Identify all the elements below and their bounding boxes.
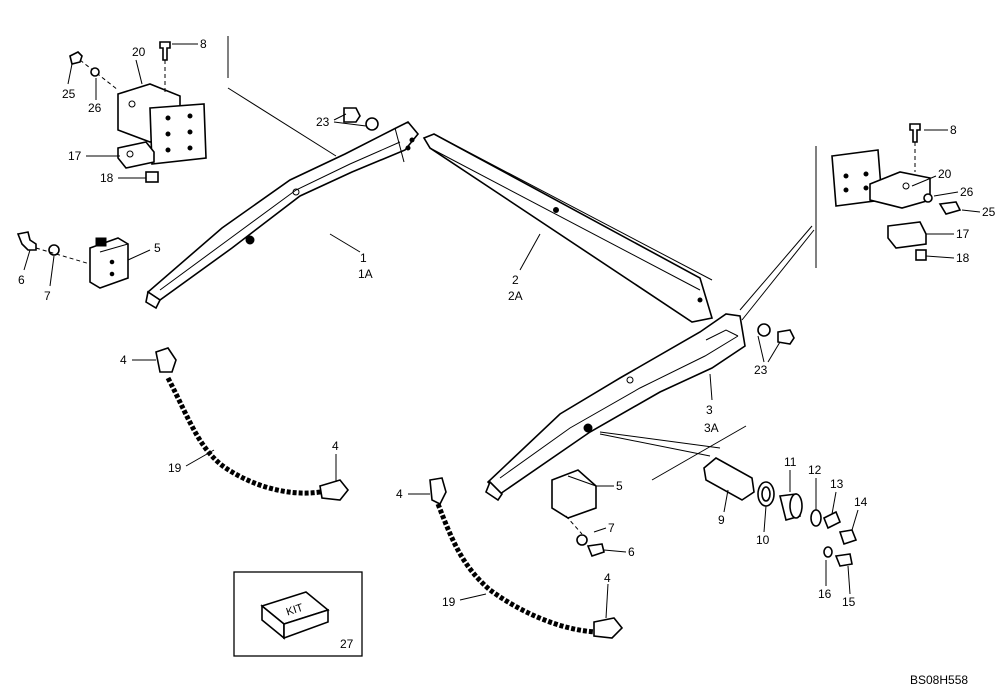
callout-4-a: 4 bbox=[120, 353, 127, 367]
callout-23-right: 23 bbox=[754, 363, 768, 377]
callout-4-b: 4 bbox=[332, 439, 339, 453]
callout-19-left: 19 bbox=[168, 461, 182, 475]
callout-14: 14 bbox=[854, 495, 868, 509]
callout-16: 16 bbox=[818, 587, 832, 601]
callout-7-left: 7 bbox=[44, 289, 51, 303]
callout-4-d: 4 bbox=[604, 571, 611, 585]
callout-15: 15 bbox=[842, 595, 856, 609]
callout-labels: 1 1A 2 2A 3 3A 8 20 25 26 17 18 23 6 7 5… bbox=[18, 37, 996, 687]
callout-17-right: 17 bbox=[956, 227, 970, 241]
callout-6-left: 6 bbox=[18, 273, 25, 287]
drawing-code: BS08H558 bbox=[910, 673, 968, 687]
left-mount-bracket-assembly bbox=[69, 41, 207, 183]
callout-8-right: 8 bbox=[950, 123, 957, 137]
callout-4-c: 4 bbox=[396, 487, 403, 501]
callout-27: 27 bbox=[340, 637, 354, 651]
left-safety-chain bbox=[155, 347, 350, 501]
callout-3: 3 bbox=[706, 403, 713, 417]
callout-25-left: 25 bbox=[62, 87, 76, 101]
callout-17-left: 17 bbox=[68, 149, 82, 163]
callout-12: 12 bbox=[808, 463, 822, 477]
left-lift-arm bbox=[145, 36, 420, 310]
leader-lines bbox=[23, 43, 981, 619]
callout-3a: 3A bbox=[704, 421, 719, 435]
callout-20-right: 20 bbox=[938, 167, 952, 181]
cross-beam bbox=[422, 133, 714, 323]
callout-6-right: 6 bbox=[628, 545, 635, 559]
right-mount-bracket-assembly bbox=[831, 123, 962, 261]
callout-18-right: 18 bbox=[956, 251, 970, 265]
callout-18-left: 18 bbox=[100, 171, 114, 185]
kit-box: KIT bbox=[233, 571, 363, 657]
callout-25-right: 25 bbox=[982, 205, 996, 219]
left-guide-block-assembly bbox=[16, 231, 129, 289]
right-lift-arm bbox=[485, 146, 817, 502]
callout-19-right: 19 bbox=[442, 595, 456, 609]
right-pivot-pin-assembly bbox=[703, 457, 858, 567]
callout-10: 10 bbox=[756, 533, 770, 547]
callout-26-right: 26 bbox=[960, 185, 974, 199]
callout-2: 2 bbox=[512, 273, 519, 287]
callout-1a: 1A bbox=[358, 267, 373, 281]
callout-13: 13 bbox=[830, 477, 844, 491]
callout-26-left: 26 bbox=[88, 101, 102, 115]
callout-8-left: 8 bbox=[200, 37, 207, 51]
kit-label: KIT bbox=[285, 602, 305, 619]
callout-5-left: 5 bbox=[154, 241, 161, 255]
callout-11: 11 bbox=[784, 455, 797, 469]
callout-5-right: 5 bbox=[616, 479, 623, 493]
callout-2a: 2A bbox=[508, 289, 523, 303]
callout-1: 1 bbox=[360, 251, 367, 265]
callout-9: 9 bbox=[718, 513, 725, 527]
right-hardware-group bbox=[343, 107, 795, 557]
callout-7-right: 7 bbox=[608, 521, 615, 535]
right-safety-chain bbox=[429, 477, 624, 639]
callout-20-left: 20 bbox=[132, 45, 146, 59]
callout-23-left: 23 bbox=[316, 115, 330, 129]
